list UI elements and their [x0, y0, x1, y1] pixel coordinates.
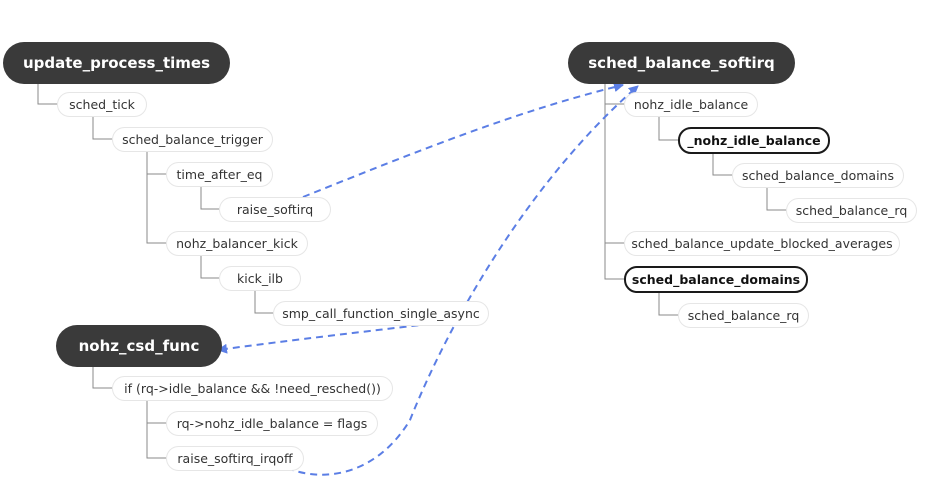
connector-sched-balance-domains-b [604, 84, 624, 280]
node-if-idle-balance-cond: if (rq->idle_balance && !need_resched()) [112, 376, 393, 401]
connector-sched-balance-rq-b [658, 292, 678, 316]
connector-sched-balance-domains-a [712, 152, 732, 176]
connector-kick-ilb [200, 255, 219, 279]
node-sched-balance-rq-inner: sched_balance_rq [786, 198, 917, 223]
tree-connectors [37, 84, 786, 459]
node-underscore-nohz-idle-balance: _nohz_idle_balance [678, 127, 830, 154]
connector-if-cond [92, 367, 112, 389]
node-sched-balance-domains: sched_balance_domains [624, 266, 808, 293]
node-nohz-idle-balance: nohz_idle_balance [624, 92, 758, 117]
node-raise-softirq: raise_softirq [219, 197, 331, 222]
node-kick-ilb: kick_ilb [219, 266, 301, 291]
connector-sched-balance-trigger [92, 116, 112, 140]
node-sched-balance-trigger: sched_balance_trigger [112, 127, 273, 152]
node-smp-call-function-single-async: smp_call_function_single_async [273, 301, 489, 326]
node-nohz-balancer-kick: nohz_balancer_kick [166, 231, 308, 256]
connector-sched-tick [37, 84, 57, 105]
node-sched-tick: sched_tick [57, 92, 147, 117]
connector-raise-softirq [200, 186, 219, 210]
connector-raise-softirq-irqoff [146, 400, 166, 459]
root-update-process-times: update_process_times [3, 42, 230, 84]
node-sched-balance-update-blocked-averages: sched_balance_update_blocked_averages [624, 231, 900, 256]
connector-sched-balance-rq-a [766, 187, 786, 211]
node-raise-softirq-irqoff: raise_softirq_irqoff [166, 446, 304, 471]
connector-assign-flags [146, 400, 166, 424]
node-time-after-eq: time_after_eq [166, 162, 273, 187]
node-sched-balance-domains-inner: sched_balance_domains [732, 163, 904, 188]
connector-nohz-idle-balance-inner [658, 116, 678, 141]
root-nohz-csd-func: nohz_csd_func [56, 325, 222, 367]
node-sched-balance-rq: sched_balance_rq [678, 303, 809, 328]
connector-nohz-balancer-kick [146, 151, 166, 244]
arrow-raise-irqoff-to-softirq [286, 85, 639, 476]
root-sched-balance-softirq: sched_balance_softirq [568, 42, 795, 84]
connector-smp-call [254, 290, 273, 314]
arrow-raise-softirq-to-softirq [302, 82, 624, 198]
node-nohz-idle-balance-assign: rq->nohz_idle_balance = flags [166, 411, 378, 436]
connector-time-after-eq [146, 151, 166, 175]
